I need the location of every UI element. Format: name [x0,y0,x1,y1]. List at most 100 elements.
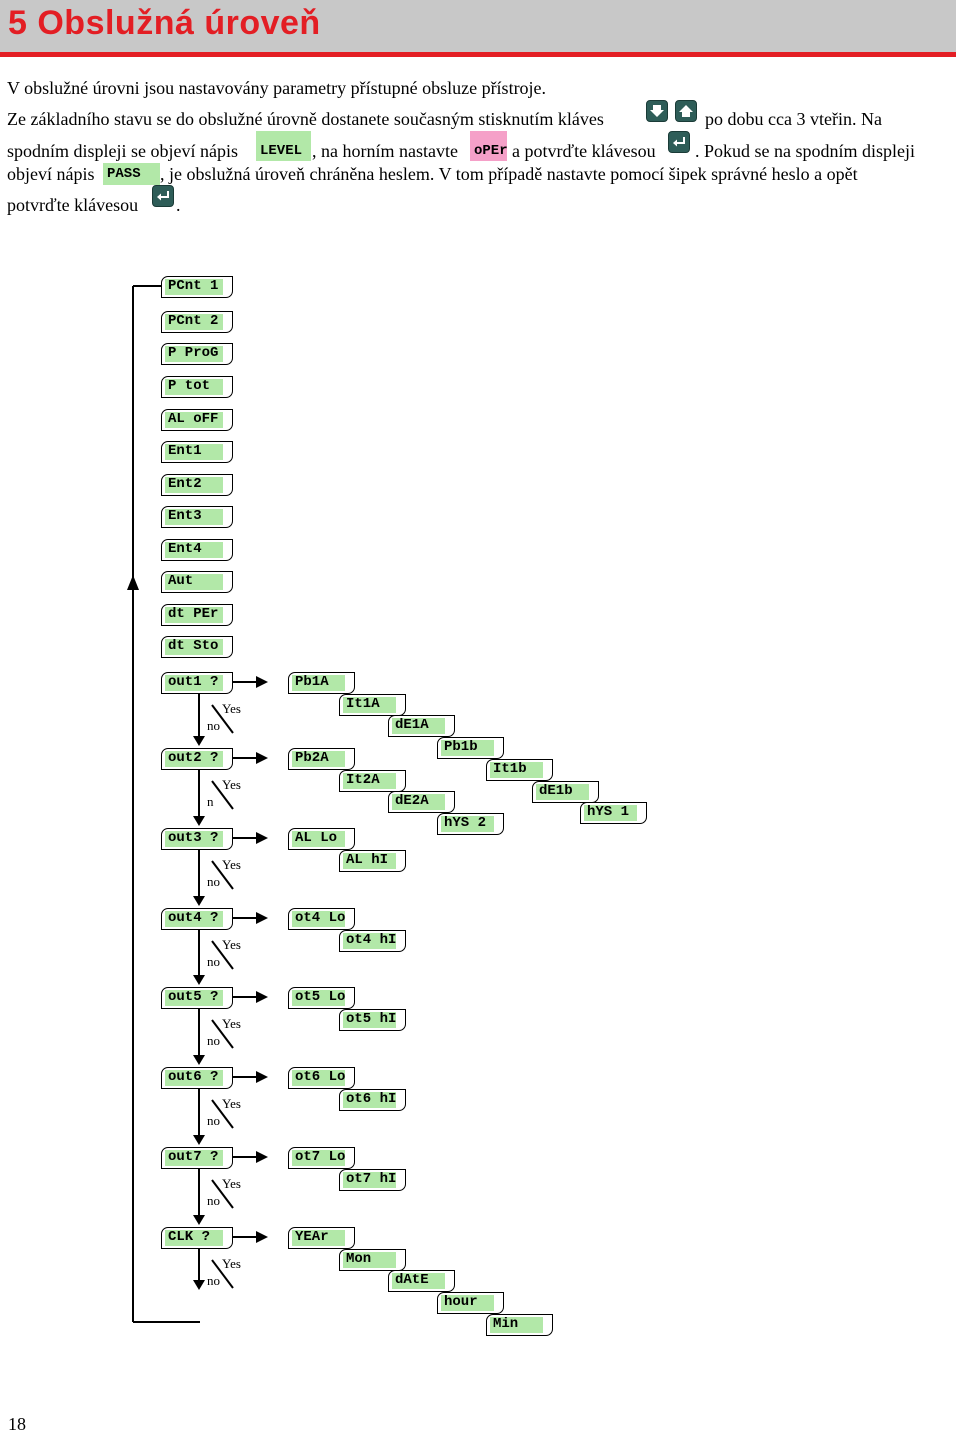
branch-5-item-0: ot6 Lo [288,1067,355,1089]
menu-item-1: PCnt 2 [161,311,233,333]
yes-label: Yes [222,1096,241,1111]
menu-item-label: Ent2 [168,476,202,492]
branch-5-item-1: ot6 hI [339,1088,406,1111]
intro-line-2a: Ze základního stavu se do obslužné úrovn… [7,109,604,129]
lcd-background [165,279,223,295]
branch-0-item-4: It1b [486,758,553,781]
branch-0-item-5: dE1b [532,780,599,803]
menu-item-label: Ent3 [168,508,202,524]
lcd-background [292,1150,345,1166]
branch-question-2: out3 ? [161,828,233,850]
menu-item-label: Ent4 [168,541,202,557]
menu-item-label: dt Sto [168,638,219,654]
no-label: n [207,794,214,809]
branch-7-item-3: hour [437,1292,504,1315]
lcd-background [165,607,223,623]
yes-no-switch [211,940,234,970]
menu-item-label: dE1A [395,717,429,734]
lcd-background [441,816,494,833]
lcd-background [165,412,223,428]
branch-question-7: CLK ? [161,1227,233,1249]
menu-item-label: out2 ? [168,750,219,766]
lcd-background [343,1011,396,1028]
yes-arrow [256,912,268,924]
yes-label: Yes [222,937,241,952]
intro-line-3b: , na horním nastavte [312,141,458,161]
lcd-background [392,794,445,811]
yes-arrow [256,1151,268,1163]
lcd-background [292,675,345,691]
lcd-background [165,477,223,493]
yes-no-switch [211,780,234,810]
lcd-background [392,718,445,735]
branch-question-1: out2 ? [161,748,233,770]
lcd-background [165,1070,223,1086]
menu-item-label: ot7 Lo [295,1149,346,1165]
menu-item-label: Pb1b [444,739,478,756]
branch-1-item-2: dE2A [388,791,455,814]
menu-item-10: dt PEr [161,604,233,626]
yes-arrow [256,752,268,764]
no-arrow [193,1055,205,1065]
lcd-background [343,1251,396,1268]
yes-arrow [256,1231,268,1243]
lcd-background [292,1230,345,1246]
yes-label: Yes [222,1016,241,1031]
lcd-background [292,1070,345,1086]
lcd-background [343,696,396,713]
lcd-background [292,751,345,767]
branch-question-5: out6 ? [161,1067,233,1089]
yes-arrow [256,991,268,1003]
lcd-oper: oPEr [470,131,508,161]
menu-item-label: P tot [168,378,211,394]
yes-arrow [256,832,268,844]
menu-item-label: out3 ? [168,830,219,846]
chapter-title: 5 Obslužná úroveň [8,4,321,42]
yes-label: Yes [222,777,241,792]
menu-item-label: dt PEr [168,606,219,622]
menu-item-label: YEAr [295,1229,329,1245]
intro-line-2b: po dobu cca 3 vteřin. Na [705,109,882,129]
branch-question-4: out5 ? [161,987,233,1009]
page-number: 18 [8,1414,26,1434]
intro-line-5b: . [176,195,181,215]
branch-1-item-3: hYS 2 [437,813,504,836]
branch-question-3: out4 ? [161,908,233,930]
lcd-background [165,574,223,590]
branch-7-item-4: Min [486,1313,553,1336]
menu-item-3: P tot [161,376,233,398]
lcd-background [441,740,494,757]
intro-line-4a: objeví nápis [7,164,95,184]
lcd-background [343,1091,396,1108]
branch-3-item-1: ot4 hI [339,929,406,952]
branch-question-6: out7 ? [161,1147,233,1169]
menu-item-5: Ent1 [161,441,233,463]
enter-icon [152,185,174,207]
menu-item-label: It1b [493,760,527,777]
lcd-background [343,772,396,789]
lcd-background [165,1230,223,1246]
menu-item-label: ot7 hI [346,1170,397,1187]
intro-line-3c: a potvrďte klávesou [512,141,656,161]
menu-item-9: Aut [161,571,233,593]
lcd-background [165,990,223,1006]
branch-1-item-0: Pb2A [288,748,355,770]
menu-item-label: It2A [346,771,380,788]
arrow-down-icon [646,100,668,122]
menu-item-label: hYS 2 [444,815,487,832]
no-label: no [207,954,220,969]
lcd-background [165,542,223,558]
menu-item-label: hYS 1 [587,804,630,821]
branch-6-item-1: ot7 hI [339,1168,406,1191]
menu-item-label: ot4 hI [346,931,397,948]
lcd-background [292,911,345,927]
yes-no-switch [211,860,234,890]
branch-2-item-1: AL hI [339,849,406,872]
branch-1-item-1: It2A [339,769,406,792]
no-arrow [193,1215,205,1225]
lcd-background [165,751,223,767]
menu-item-label: hour [444,1294,478,1311]
lcd-background [490,1316,543,1333]
menu-item-label: ot5 hI [346,1010,397,1027]
